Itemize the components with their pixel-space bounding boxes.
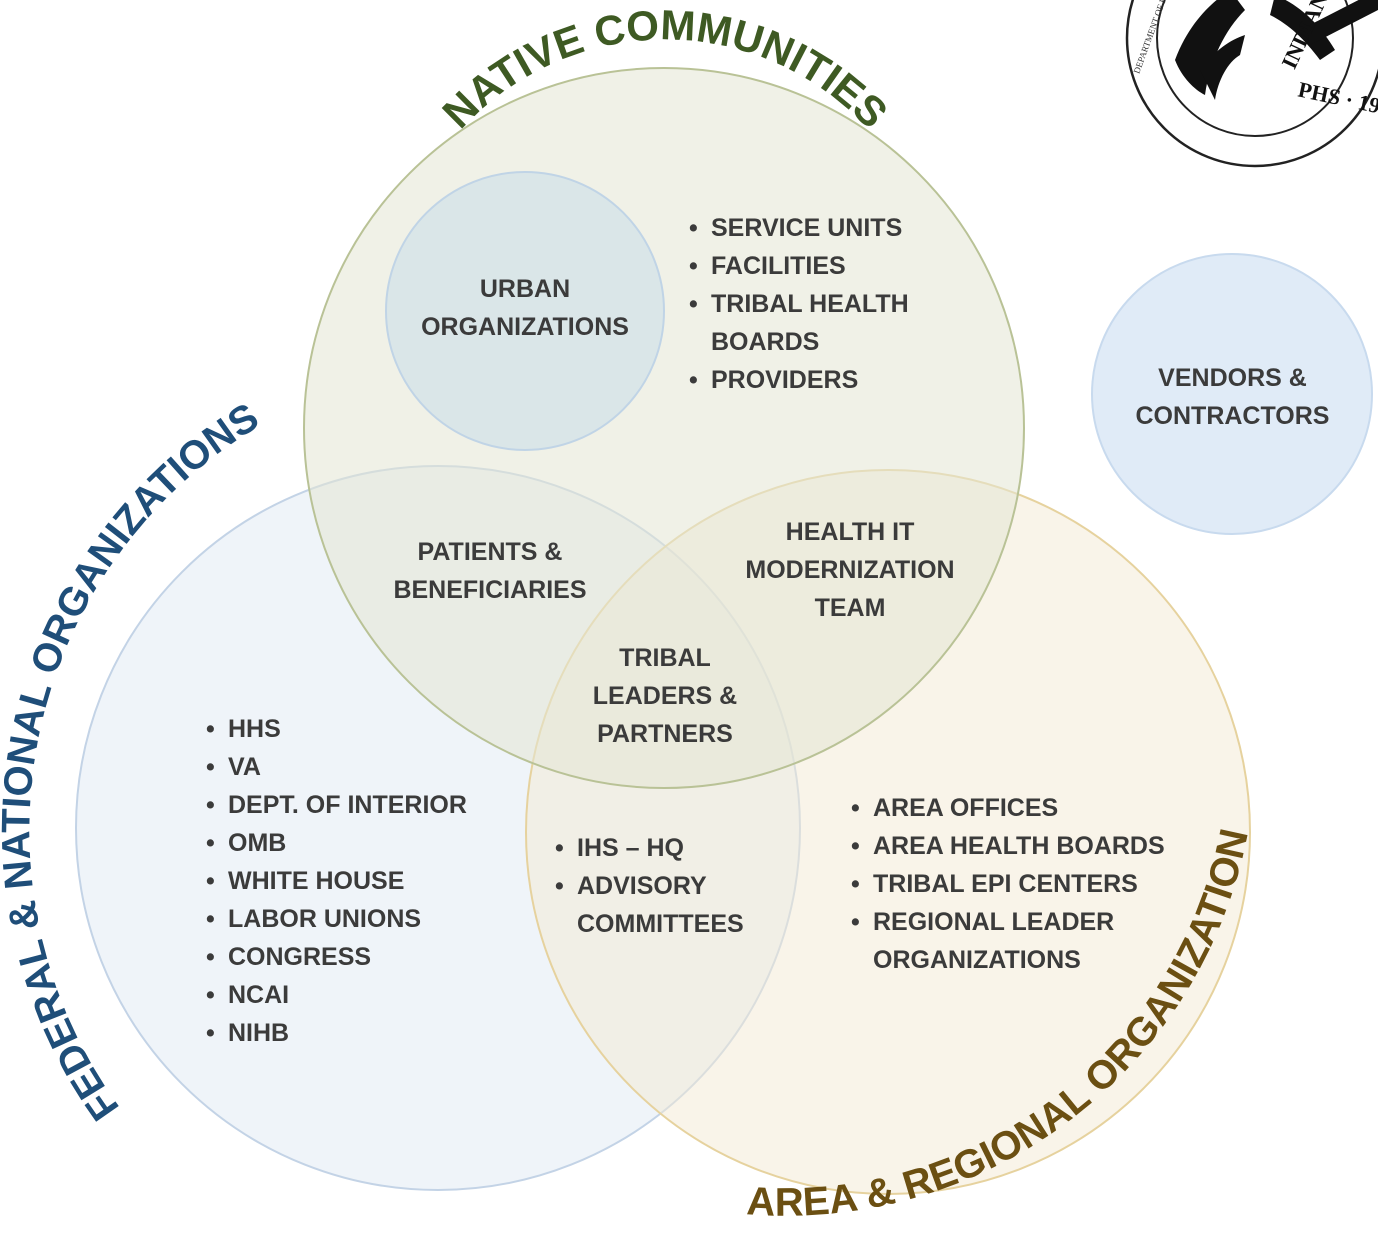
federal-list: HHS VA DEPT. OF INTERIOR OMB WHITE HOUSE… [206,710,467,1052]
hhs-seal-logo: INDIAN PHS · 19 DEPARTMENT OF HEALTH & [1125,0,1378,168]
list-item: PROVIDERS [689,361,909,399]
list-item: NCAI [206,976,467,1014]
vendors-contractors-label: VENDORS &CONTRACTORS [1135,364,1330,430]
list-item: IHS – HQ [555,829,744,867]
list-item: OMB [206,824,467,862]
vendors-circle [1091,253,1373,535]
list-item: TRIBAL EPI CENTERS [851,865,1165,903]
list-item: FACILITIES [689,247,909,285]
patients-beneficiaries-label: PATIENTS &BENEFICIARIES [393,538,587,604]
list-item: HHS [206,710,467,748]
list-item: NIHB [206,1014,467,1052]
list-item: CONGRESS [206,938,467,976]
list-item: WHITE HOUSE [206,862,467,900]
native-list: SERVICE UNITS FACILITIES TRIBAL HEALTHBO… [689,209,909,399]
list-item: AREA OFFICES [851,789,1165,827]
area-list: AREA OFFICES AREA HEALTH BOARDS TRIBAL E… [851,789,1165,979]
list-item: DEPT. OF INTERIOR [206,786,467,824]
list-item: SERVICE UNITS [689,209,909,247]
list-item: VA [206,748,467,786]
urban-circle [385,171,665,451]
list-item: AREA HEALTH BOARDS [851,827,1165,865]
list-item: LABOR UNIONS [206,900,467,938]
